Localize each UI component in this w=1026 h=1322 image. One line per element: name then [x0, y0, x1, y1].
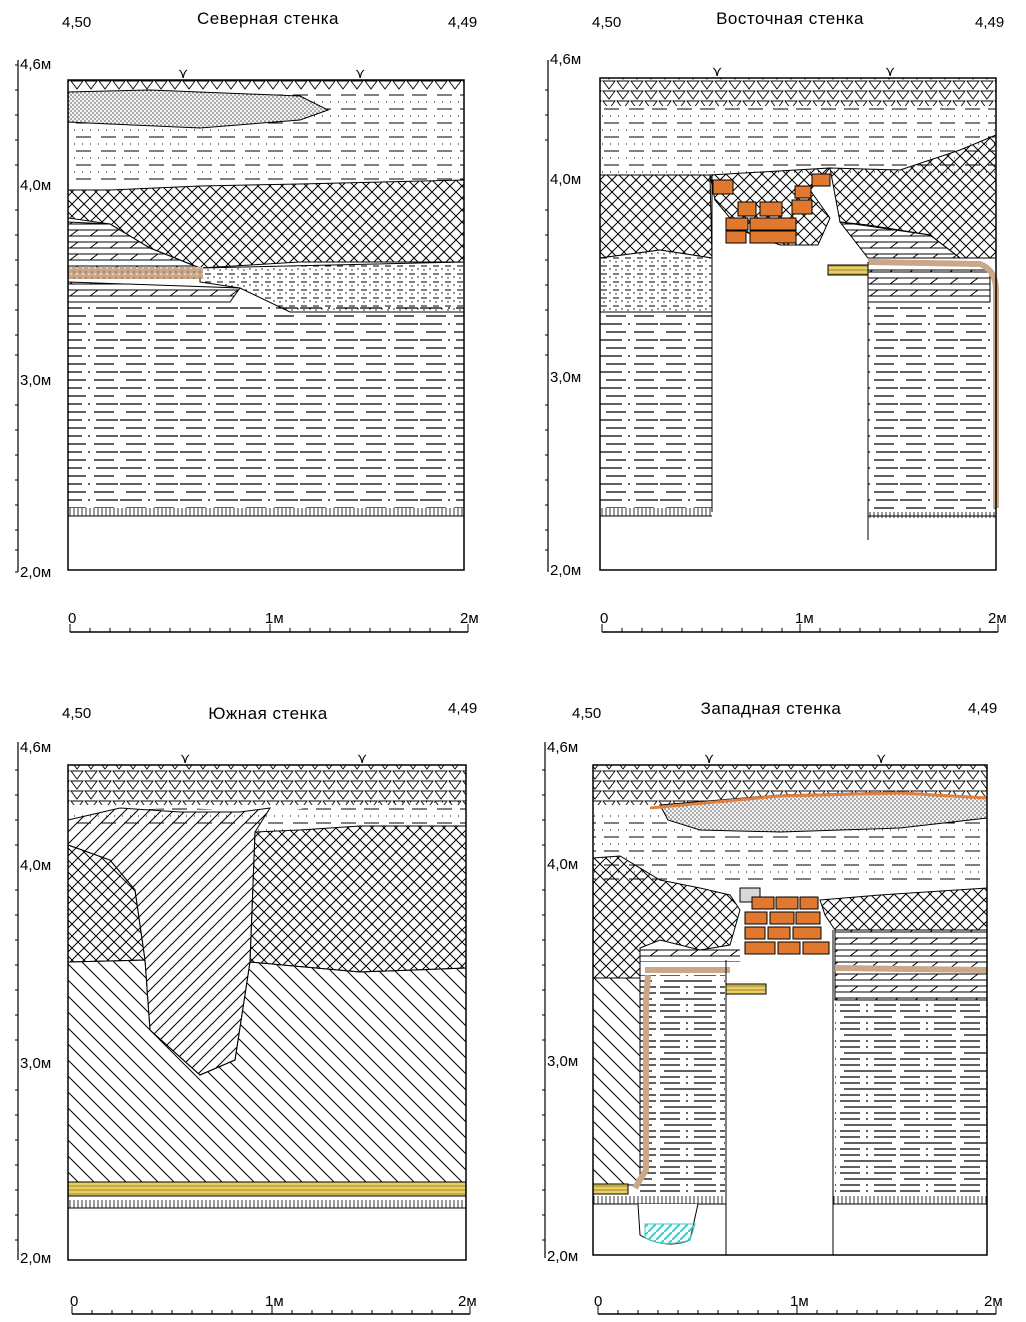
- left-value-west: 4,50: [572, 705, 601, 722]
- elev-label-north-46: 4,6м: [20, 56, 51, 73]
- elevation-scale-north: 4,6м 4,0м 3,0м 2,0м: [15, 56, 51, 581]
- layer-turf-south: [68, 765, 466, 805]
- elev-label-north-40: 4,0м: [20, 177, 51, 194]
- layer-silt-north: [68, 305, 464, 508]
- grass-mark-icon: ⋎: [704, 751, 714, 767]
- grass-mark-icon: ⋎: [885, 64, 895, 80]
- elev-label-south-40: 4,0м: [20, 857, 51, 874]
- scale-label-0: 0: [600, 610, 608, 627]
- band-yellow-east: [827, 264, 869, 276]
- lens-sand-north: [67, 89, 330, 129]
- scale-label-0: 0: [594, 1293, 602, 1310]
- scale-label-1: 1м: [795, 610, 814, 627]
- elev-label-east-46: 4,6м: [550, 51, 581, 68]
- scale-label-2: 2м: [460, 610, 479, 627]
- elev-label-north-20: 2,0м: [20, 564, 51, 581]
- scale-label-2: 2м: [984, 1293, 1003, 1310]
- grass-mark-icon: ⋎: [712, 64, 722, 80]
- scale-label-0: 0: [68, 610, 76, 627]
- elev-label-west-30: 3,0м: [547, 1053, 578, 1070]
- grass-mark-icon: ⋎: [876, 751, 886, 767]
- title-south: Южная стенка: [208, 704, 328, 723]
- panel-west: 4,50 Западная стенка 4,49 4,6м 4,0м 3,0м…: [542, 699, 1003, 1315]
- elev-label-south-46: 4,6м: [20, 739, 51, 756]
- pit-fill-south: [67, 807, 271, 1076]
- scale-label-1: 1м: [265, 1293, 284, 1310]
- scale-label-2: 2м: [458, 1293, 477, 1310]
- scale-bar-west: 0 1м 2м: [594, 1293, 1003, 1315]
- layer-silt-east-right: [868, 302, 996, 512]
- layer-clay2-east: [867, 269, 991, 303]
- elev-label-north-30: 3,0м: [20, 372, 51, 389]
- layer-sand-east: [599, 249, 713, 313]
- scale-bar-north: 0 1м 2м: [68, 610, 479, 633]
- layer-fill-north: [67, 179, 465, 269]
- layer-silt-west-left: [640, 975, 725, 1195]
- grass-mark-icon: ⋎: [355, 66, 365, 82]
- scale-bar-east: 0 1м 2м: [600, 610, 1007, 633]
- band-yellow-west: [725, 983, 767, 995]
- layer-fill-east-right: [829, 134, 997, 259]
- panel-north: 4,50 Северная стенка 4,49 4,6м 4,0м 3,0м…: [15, 9, 479, 633]
- brick-masonry-west: [744, 896, 830, 955]
- right-value-east: 4,49: [975, 14, 1004, 31]
- elevation-scale-south: 4,6м 4,0м 3,0м 2,0м: [15, 739, 51, 1267]
- left-value-east: 4,50: [592, 14, 621, 31]
- panel-east: 4,50 Восточная стенка 4,49 4,6м 4,0м 3,0…: [545, 9, 1007, 633]
- grass-mark-icon: ⋎: [178, 66, 188, 82]
- layer-loess-west: [592, 977, 641, 1186]
- layer-clay-west: [640, 948, 740, 962]
- layer-base-north: [68, 508, 464, 516]
- water-west: [644, 1223, 696, 1244]
- left-value-south: 4,50: [62, 705, 91, 722]
- title-north: Северная стенка: [197, 9, 339, 28]
- right-value-south: 4,49: [448, 700, 477, 717]
- title-east: Восточная стенка: [716, 9, 864, 28]
- layer-fill-south-right: [249, 825, 467, 973]
- layer-clay-east: [838, 221, 962, 259]
- grass-mark-icon: ⋎: [357, 751, 367, 767]
- layer-turf-north: [68, 80, 464, 90]
- scale-bar-south: 0 1м 2м: [70, 1293, 477, 1315]
- elev-label-west-46: 4,6м: [547, 739, 578, 756]
- band-humus-west-left: [632, 974, 651, 1190]
- right-value-north: 4,49: [448, 14, 477, 31]
- panel-south: 4,50 Южная стенка 4,49 4,6м 4,0м 3,0м 2,…: [15, 700, 477, 1315]
- elev-label-west-40: 4,0м: [547, 856, 578, 873]
- layer-silt-west-right: [835, 1000, 987, 1195]
- scale-label-0: 0: [70, 1293, 78, 1310]
- layer-silt-east-left: [600, 312, 712, 508]
- band-yellow-south: [67, 1181, 467, 1197]
- layer-base-south: [68, 1200, 466, 1208]
- elevation-scale-east: 4,6м 4,0м 3,0м 2,0м: [545, 51, 581, 579]
- grass-mark-icon: ⋎: [180, 751, 190, 767]
- elev-label-east-40: 4,0м: [550, 171, 581, 188]
- layer-clay2-west: [834, 929, 988, 1001]
- line-orange-west: [649, 791, 988, 810]
- layer-loess-south: [67, 959, 467, 1183]
- left-value-north: 4,50: [62, 14, 91, 31]
- elev-label-south-20: 2,0м: [20, 1250, 51, 1267]
- elev-label-east-20: 2,0м: [550, 562, 581, 579]
- band-humus-west-right: [834, 965, 988, 973]
- scale-label-1: 1м: [790, 1293, 809, 1310]
- band-yellow-west-bottom: [592, 1183, 629, 1195]
- band-humus-north: [68, 267, 203, 279]
- elevation-scale-west: 4,6м 4,0м 3,0м 2,0м: [542, 739, 578, 1265]
- scale-label-1: 1м: [265, 610, 284, 627]
- brick-masonry-east: [712, 173, 831, 244]
- scale-label-2: 2м: [988, 610, 1007, 627]
- elev-label-east-30: 3,0м: [550, 369, 581, 386]
- right-value-west: 4,49: [968, 700, 997, 717]
- layer-turf-east: [600, 78, 996, 106]
- elev-label-south-30: 3,0м: [20, 1055, 51, 1072]
- layer-fill-east-left: [599, 174, 713, 259]
- title-west: Западная стенка: [701, 699, 842, 718]
- elev-label-west-20: 2,0м: [547, 1248, 578, 1265]
